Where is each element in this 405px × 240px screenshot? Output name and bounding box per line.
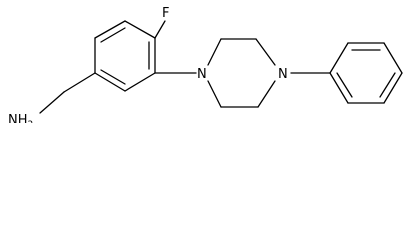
piperazine-ring <box>207 38 276 108</box>
aromatic-inner-bond <box>336 72 353 98</box>
fluorobenzene-ring <box>94 20 156 92</box>
aromatic-inner-bond <box>100 27 126 43</box>
phenyl-ring <box>329 42 403 104</box>
fluorine-label: F <box>162 6 169 21</box>
amine-label: NH2 <box>8 113 33 123</box>
bond-ch2-nh2 <box>39 91 65 114</box>
bond-ring-ch2 <box>63 72 96 93</box>
chemical-structure: F NH2 N N <box>8 6 403 123</box>
aromatic-inner-bond <box>379 72 396 98</box>
aminomethyl-group <box>39 72 96 114</box>
aromatic-inner-bond <box>100 69 126 85</box>
piperazine-nitrogen-aryl-label: N <box>197 67 207 82</box>
amine-label-main: NH <box>8 113 28 123</box>
amine-label-subscript: 2 <box>28 120 34 123</box>
piperazine-nitrogen-phenyl-label: N <box>278 67 288 82</box>
bond-c-f <box>154 20 166 39</box>
